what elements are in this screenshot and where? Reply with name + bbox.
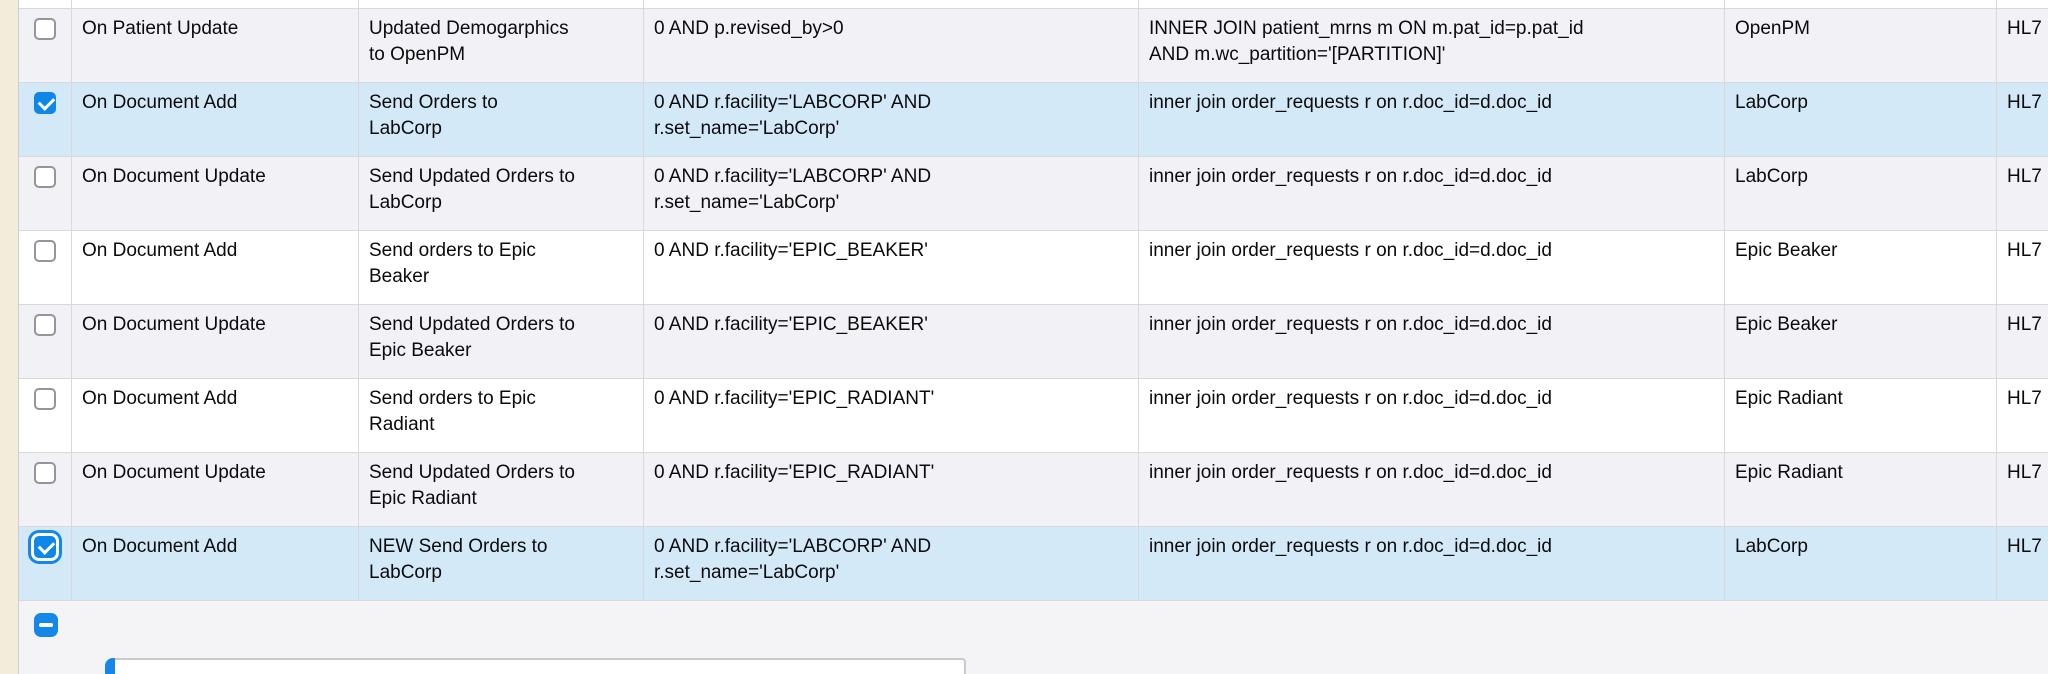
panel-accent-bar [105,658,115,674]
description-cell: Send Updated Orders to LabCorp [359,157,644,230]
row-select-cell [19,83,72,156]
join-cell: inner join order_requests r on r.doc_id=… [1139,379,1725,452]
page-left-margin [0,0,19,674]
facility-cell: LabCorp [1725,527,1997,600]
facility-cell: Epic Radiant [1725,379,1997,452]
row-checkbox[interactable] [34,462,56,484]
facility-cell: Epic Beaker [1725,305,1997,378]
condition-cell: 0 AND r.facility='EPIC_BEAKER' [644,305,1139,378]
protocol-cell: HL7 [2007,166,2042,187]
trigger-cell: On Document Update [72,157,359,230]
row-checkbox[interactable] [34,166,56,188]
join-cell: inner join order_requests r on r.doc_id=… [1139,527,1725,600]
condition-cell: 0 AND r.facility='LABCORP' AND r.set_nam… [644,83,1139,156]
row-checkbox[interactable] [34,388,56,410]
protocol-cell: HL7 [2007,240,2042,261]
table-row[interactable]: On Document Add Send orders to Epic Radi… [19,379,2048,453]
table-row[interactable]: On Document Add Send orders to Epic Beak… [19,231,2048,305]
row-select-cell [19,305,72,378]
trigger-cell: On Patient Update [72,9,359,82]
row-select-cell [19,379,72,452]
description-cell: Send Updated Orders to Epic Beaker [359,305,644,378]
description-cell: Updated Demogarphics to OpenPM [359,9,644,82]
row-checkbox[interactable] [34,240,56,262]
row-select-cell [19,453,72,526]
minus-icon [39,623,53,627]
row-checkbox[interactable] [34,18,56,40]
protocol-cell: HL7 [2007,92,2042,113]
collapse-row-button[interactable] [34,613,58,637]
description-cell: NEW Send Orders to LabCorp [359,527,644,600]
table-row[interactable]: On Patient Update Updated Demogarphics t… [19,9,2048,83]
row-checkbox-checked[interactable] [34,92,56,114]
description-cell: Send Orders to LabCorp [359,83,644,156]
table-row[interactable]: On Document Add Send Orders to LabCorp 0… [19,83,2048,157]
table-footer [19,601,2048,674]
trigger-cell: On Document Add [72,527,359,600]
table-row-partial [19,0,2048,9]
protocol-cell: HL7 [2007,388,2042,409]
trigger-cell: On Document Add [72,83,359,156]
trigger-cell: On Document Add [72,379,359,452]
join-cell: inner join order_requests r on r.doc_id=… [1139,231,1725,304]
protocol-cell: HL7 [2007,462,2042,483]
facility-cell: LabCorp [1725,157,1997,230]
row-select-cell [19,157,72,230]
facility-cell: Epic Radiant [1725,453,1997,526]
trigger-cell: On Document Update [72,305,359,378]
condition-cell: 0 AND r.facility='EPIC_RADIANT' [644,453,1139,526]
row-select-cell [19,9,72,82]
facility-cell: LabCorp [1725,83,1997,156]
join-cell: inner join order_requests r on r.doc_id=… [1139,157,1725,230]
protocol-cell: HL7 [2007,314,2042,335]
condition-cell: 0 AND r.facility='EPIC_BEAKER' [644,231,1139,304]
table-row[interactable]: On Document Update Send Updated Orders t… [19,157,2048,231]
facility-cell: OpenPM [1725,9,1997,82]
condition-cell: 0 AND r.facility='LABCORP' AND r.set_nam… [644,527,1139,600]
table-row[interactable]: On Document Update Send Updated Orders t… [19,453,2048,527]
join-cell: inner join order_requests r on r.doc_id=… [1139,453,1725,526]
row-select-cell [19,231,72,304]
description-cell: Send orders to Epic Beaker [359,231,644,304]
row-checkbox[interactable] [34,314,56,336]
detail-panel [105,658,966,674]
row-checkbox-checked-focused[interactable] [34,536,56,558]
condition-cell: 0 AND p.revised_by>0 [644,9,1139,82]
protocol-cell: HL7 [2007,18,2042,39]
join-cell: inner join order_requests r on r.doc_id=… [1139,305,1725,378]
row-select-cell [19,527,72,600]
table-row[interactable]: On Document Add NEW Send Orders to LabCo… [19,527,2048,601]
trigger-cell: On Document Add [72,231,359,304]
condition-cell: 0 AND r.facility='LABCORP' AND r.set_nam… [644,157,1139,230]
table-row[interactable]: On Document Update Send Updated Orders t… [19,305,2048,379]
description-cell: Send Updated Orders to Epic Radiant [359,453,644,526]
join-cell: INNER JOIN patient_mrns m ON m.pat_id=p.… [1139,9,1725,82]
facility-cell: Epic Beaker [1725,231,1997,304]
protocol-cell: HL7 [2007,536,2042,557]
condition-cell: 0 AND r.facility='EPIC_RADIANT' [644,379,1139,452]
rules-table: On Patient Update Updated Demogarphics t… [19,0,2048,601]
description-cell: Send orders to Epic Radiant [359,379,644,452]
join-cell: inner join order_requests r on r.doc_id=… [1139,83,1725,156]
trigger-cell: On Document Update [72,453,359,526]
